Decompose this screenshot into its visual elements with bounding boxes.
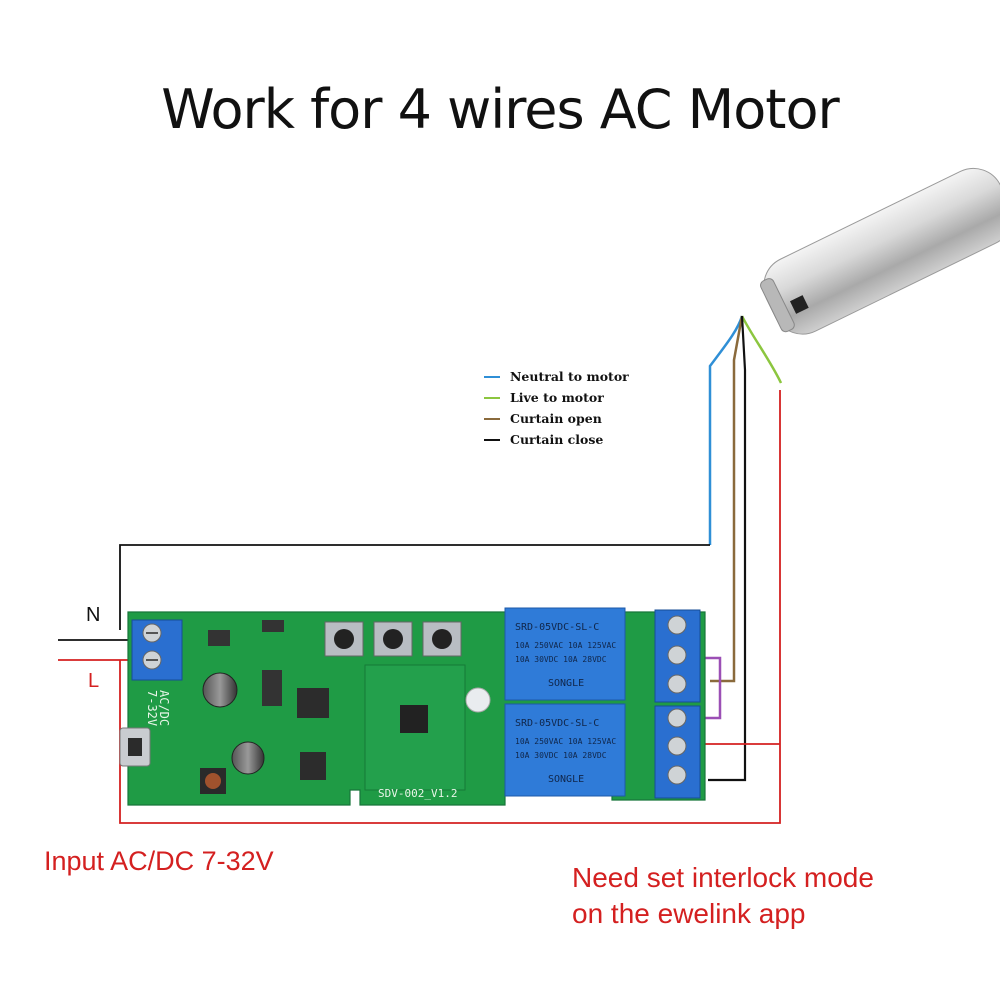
legend-item: Neutral to motor <box>484 366 664 387</box>
wire-legend: Neutral to motor Live to motor Curtain o… <box>484 366 664 450</box>
relay-bottom: SRD-05VDC-SL-C 10A 250VAC 10A 125VAC 10A… <box>504 703 626 797</box>
relay-top-rating-2: 10A 30VDC 10A 28VDC <box>515 655 607 664</box>
relay-top-rating-1: 10A 250VAC 10A 125VAC <box>515 641 616 650</box>
close-wire <box>708 315 747 782</box>
live-wire <box>740 315 783 384</box>
legend-item: Curtain close <box>484 429 664 450</box>
input-voltage-label: Input AC/DC 7-32V <box>44 846 274 876</box>
l-label: L <box>88 670 100 692</box>
capacitor-1 <box>202 672 238 708</box>
diagram-title: Work for 4 wires AC Motor <box>161 78 839 141</box>
legend-swatch <box>484 417 500 420</box>
legend-swatch <box>484 396 500 399</box>
relay-bottom-rating-1: 10A 250VAC 10A 125VAC <box>515 737 616 746</box>
legend-label: Curtain open <box>510 411 602 426</box>
power-label-1: AC/DC <box>157 690 171 726</box>
interlock-bridge <box>700 656 722 720</box>
legend-label: Neutral to motor <box>510 369 629 384</box>
relay-bottom-model: SRD-05VDC-SL-C <box>515 718 599 729</box>
board-version: SDV-002_V1.2 <box>378 787 457 800</box>
tubular-motor <box>760 167 1000 335</box>
n-label: N <box>86 604 101 626</box>
relay-bottom-brand: SONGLE <box>548 774 584 785</box>
relay-bottom-rating-2: 10A 30VDC 10A 28VDC <box>515 751 607 760</box>
relay-top: SRD-05VDC-SL-C 10A 250VAC 10A 125VAC 10A… <box>504 607 626 701</box>
legend-item: Live to motor <box>484 387 664 408</box>
neutral-wire <box>708 315 744 545</box>
power-terminal-block <box>131 619 183 681</box>
interlock-note: Need set interlock mode on the ewelink a… <box>572 860 874 932</box>
wifi-module <box>364 664 466 791</box>
legend-item: Curtain open <box>484 408 664 429</box>
power-label-2: 7-32V <box>145 690 159 726</box>
capacitor-2 <box>231 741 265 775</box>
relay-top-brand: SONGLE <box>548 678 584 689</box>
n-line <box>119 544 710 630</box>
interlock-note-line-2: on the ewelink app <box>572 898 806 929</box>
tactile-buttons <box>324 621 462 657</box>
legend-swatch <box>484 375 500 378</box>
interlock-note-line-1: Need set interlock mode <box>572 862 874 893</box>
legend-label: Curtain close <box>510 432 604 447</box>
relay-terminal-bottom <box>654 705 701 799</box>
relay-terminal-top <box>654 609 701 703</box>
legend-swatch <box>484 438 500 441</box>
open-wire <box>710 315 744 683</box>
legend-label: Live to motor <box>510 390 604 405</box>
relay-top-model: SRD-05VDC-SL-C <box>515 622 599 633</box>
